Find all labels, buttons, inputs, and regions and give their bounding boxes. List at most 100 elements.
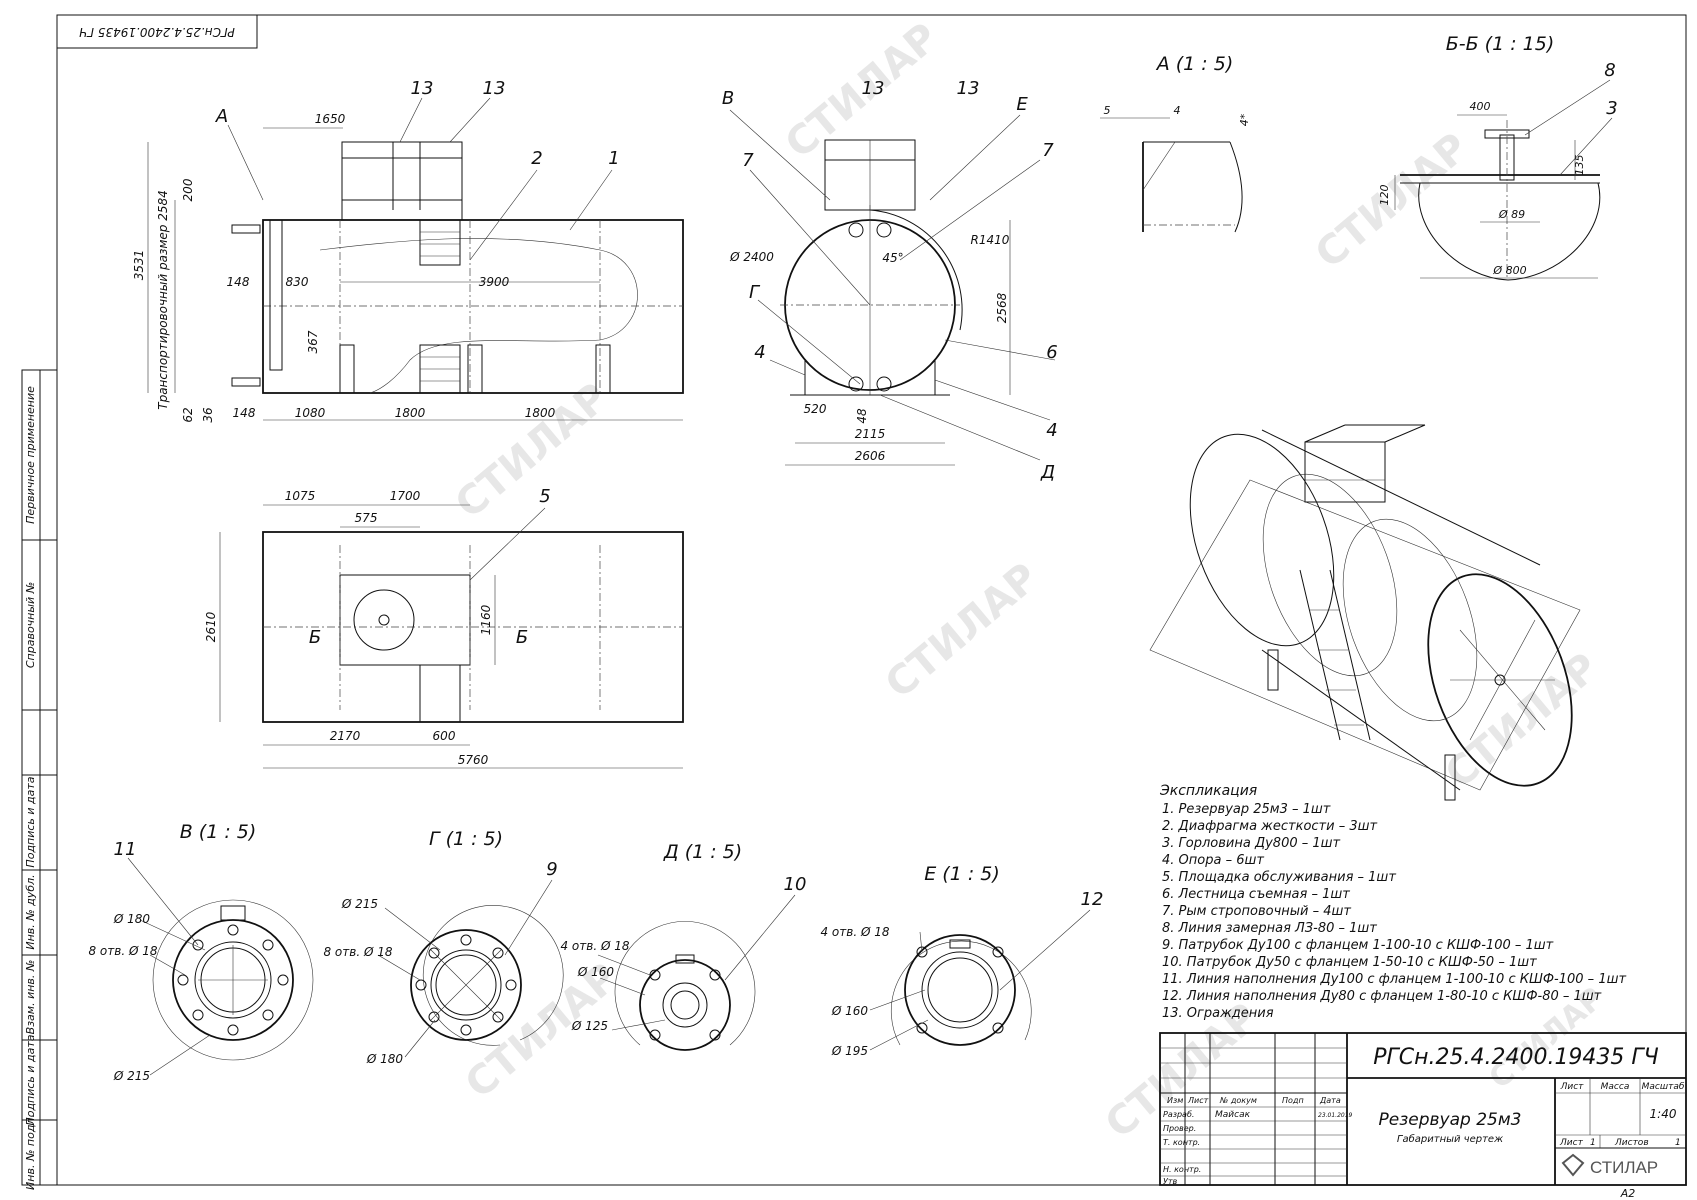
explication-item: 10. Патрубок Ду50 с фланцем 1-50-10 с КШ… (1162, 955, 1537, 970)
tb-header-izm: Изм (1167, 1096, 1183, 1105)
explication-item: 12. Линия наполнения Ду80 с фланцем 1-80… (1162, 989, 1602, 1004)
explication-item: 5. Площадка обслуживания – 1шт (1162, 870, 1396, 885)
detail-e-callout-12: 12 (1081, 889, 1104, 910)
detail-g-dim-d180: Ø 180 (366, 1052, 404, 1066)
tb-col-mass: Масса (1601, 1082, 1630, 1092)
detail-v-dim-d180: Ø 180 (113, 912, 151, 926)
callout-13-a: 13 (411, 78, 434, 99)
tb-header-sign: Подп (1282, 1096, 1304, 1105)
dim-48: 48 (855, 408, 869, 424)
callout-5: 5 (539, 486, 550, 507)
stamp-sign-date-1: Подпись и дата (24, 776, 37, 867)
tb-sheets-label: Листов (1614, 1138, 1649, 1148)
section-mark-b-right: Б (516, 627, 528, 648)
manhole-top (353, 589, 415, 651)
dim-d2400: Ø 2400 (729, 250, 774, 264)
detail-a-dim-5: 5 (1104, 104, 1111, 117)
detail-g-callout-9: 9 (546, 859, 557, 880)
dim-r1410: R1410 (971, 233, 1010, 247)
callout-v: В (722, 88, 734, 109)
ladder-top (419, 664, 461, 723)
tank-body-front (262, 219, 684, 394)
front-view: 1650 3531 Транспортировочный размер 2584… (132, 78, 684, 423)
dim-520: 520 (804, 402, 827, 416)
title-subname: Габаритный чертеж (1397, 1133, 1503, 1145)
watermark-1: СТИЛАР (447, 374, 617, 527)
company-name: СТИЛАР (1590, 1158, 1658, 1177)
dim-62: 62 (181, 407, 195, 422)
tb-date: 23.01.2019 (1318, 1112, 1353, 1119)
side-view: Ø 2400 R1410 45° 2568 520 48 2115 2606 В… (722, 78, 1058, 483)
dim-575: 575 (355, 511, 378, 525)
dim-2115: 2115 (855, 427, 886, 441)
title-block: РГСн.25.4.2400.19435 ГЧ Изм Лист № докум… (1159, 1032, 1687, 1186)
section-mark-b-left: Б (309, 627, 321, 648)
explication-item: 3. Горловина Ду800 – 1шт (1162, 836, 1341, 851)
explication-item: 13. Ограждения (1162, 1006, 1274, 1021)
dim-1800-a: 1800 (395, 406, 426, 420)
detail-e-title: Е (1 : 5) (924, 863, 1000, 885)
explication-item: 9. Патрубок Ду100 с фланцем 1-100-10 с К… (1162, 938, 1554, 953)
detail-a-title: А (1 : 5) (1155, 53, 1234, 75)
dim-1080: 1080 (295, 406, 326, 420)
callout-g: Г (749, 282, 761, 303)
detail-a-dim-4star: 4* (1238, 113, 1251, 126)
detail-bb-callout-3: 3 (1606, 98, 1617, 119)
tb-header-doc: № докум (1219, 1096, 1257, 1105)
callout-e: Е (1016, 94, 1028, 115)
detail-e-dim-holes: 4 отв. Ø 18 (820, 925, 889, 939)
title-designation: РГСн.25.4.2400.19435 ГЧ (1373, 1045, 1659, 1070)
dim-3531: 3531 (132, 250, 146, 281)
detail-bb-title: Б-Б (1 : 15) (1446, 33, 1555, 55)
detail-bb-dim-120: 120 (1378, 185, 1391, 206)
tb-sheets-value: 1 (1675, 1138, 1681, 1148)
stamp-dup-inv: Инв. № дубл. (24, 874, 37, 949)
dim-830: 830 (286, 275, 309, 289)
callout-a: А (215, 106, 228, 127)
stamp-sign-date-2: Подпись и дата (24, 1034, 37, 1125)
dim-1650: 1650 (315, 112, 346, 126)
detail-v-title: В (1 : 5) (180, 821, 257, 843)
explication-item: 7. Рым строповочный – 4шт (1162, 904, 1351, 919)
dim-200: 200 (181, 178, 195, 201)
explication-item: 1. Резервуар 25м3 – 1шт (1162, 802, 1331, 817)
detail-bb: Б-Б (1 : 15) 400 135 120 Ø 89 Ø 800 8 3 (1378, 33, 1618, 281)
stamp-reference-no: Справочный № (24, 582, 37, 668)
detail-g: Г (1 : 5) Ø 215 8 отв. Ø 18 Ø 180 9 (323, 828, 564, 1066)
callout-13-c: 13 (862, 78, 885, 99)
callout-4-left: 4 (754, 342, 765, 363)
dim-1800-b: 1800 (525, 406, 556, 420)
tb-header-list: Лист (1187, 1096, 1209, 1105)
detail-v-callout-11: 11 (114, 839, 137, 860)
dim-1160: 1160 (479, 604, 493, 635)
explication-item: 2. Диафрагма жесткости – 3шт (1162, 819, 1378, 834)
top-view: 1075 1700 575 2610 1160 2170 600 5760 5 … (204, 486, 684, 769)
stamp-primary-use: Первичное применение (24, 386, 37, 524)
sheet-format: А2 (1620, 1187, 1636, 1200)
iso-tank-front (1427, 573, 1573, 787)
dim-36: 36 (201, 407, 215, 423)
detail-g-dim-d215: Ø 215 (341, 897, 378, 911)
fill-pipe-front (269, 219, 283, 371)
ladder-upper-front (419, 219, 461, 266)
dim-148-bottom: 148 (233, 406, 256, 420)
detail-bb-callout-8: 8 (1604, 60, 1615, 81)
detail-e-dim-d160: Ø 160 (831, 1004, 869, 1018)
detail-bb-dim-d89: Ø 89 (1498, 208, 1525, 221)
callout-4-right: 4 (1046, 420, 1057, 441)
explication-title: Экспликация (1159, 783, 1257, 799)
tb-header-date: Дата (1319, 1096, 1341, 1105)
callout-7-right: 7 (1042, 140, 1054, 161)
tb-row-developed: Разраб. (1163, 1110, 1194, 1119)
callout-d: Д (1040, 462, 1055, 483)
explication-item: 8. Линия замерная ЛЗ-80 – 1шт (1162, 921, 1377, 936)
dim-2170: 2170 (330, 729, 361, 743)
dim-148-top: 148 (227, 275, 250, 289)
detail-d: Д (1 : 5) 4 отв. Ø 18 Ø 160 Ø 125 10 (560, 841, 806, 1051)
callout-6: 6 (1046, 342, 1057, 363)
dim-2568: 2568 (995, 292, 1009, 323)
dim-2606: 2606 (855, 449, 886, 463)
dim-2610: 2610 (204, 611, 218, 642)
watermark-4: СТИЛАР (1307, 124, 1477, 277)
